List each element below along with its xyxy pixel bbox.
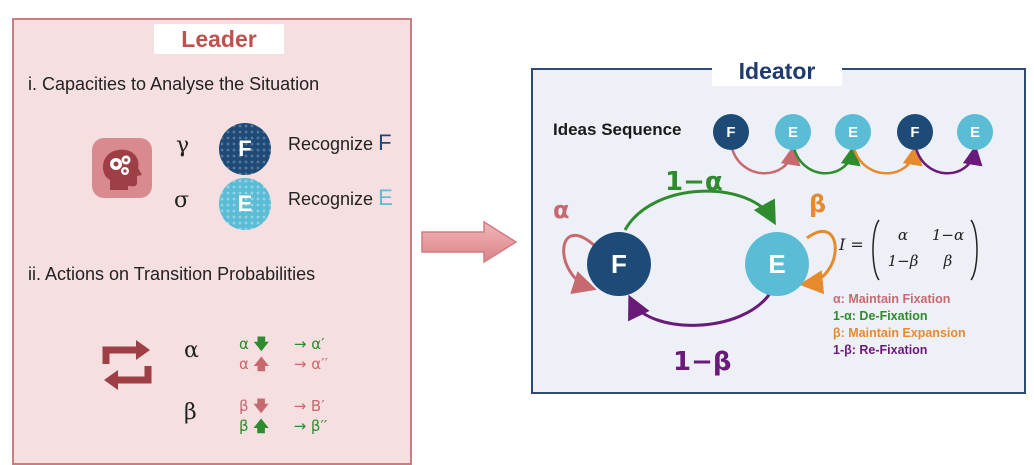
recognize-e-letter: E <box>378 185 393 210</box>
beta-prime: → Β′ <box>293 397 325 415</box>
ideas-sequence-label: Ideas Sequence <box>553 120 682 139</box>
sequence-node-2: E <box>775 114 811 150</box>
legend-item-alpha: α: Maintain Fixation <box>833 292 951 306</box>
matrix-r2c1: 1−β <box>888 252 919 270</box>
recognize-f-letter: F <box>378 130 392 155</box>
arrow-up-icon: 🡅 <box>253 417 269 435</box>
svg-text:E: E <box>970 124 980 141</box>
svg-text:E: E <box>768 249 785 279</box>
matrix-name: I = <box>838 235 864 254</box>
gamma-symbol: γ <box>176 133 190 158</box>
beta-param: β <box>239 417 249 435</box>
alpha-param: α <box>239 355 249 373</box>
legend: α: Maintain Fixation 1-α: De-Fixation β:… <box>833 292 966 357</box>
seq-arc-f-to-e <box>729 143 801 175</box>
arrow-up-icon: 🡅 <box>253 355 270 373</box>
capacities-heading: i. Capacities to Analyse the Situation <box>28 74 320 94</box>
ideator-diagram: F E E F E F E α <box>553 114 993 377</box>
alpha-decrease-row: α 🡇 → α′ <box>239 334 325 359</box>
recognize-f-text: Recognize F <box>288 130 392 156</box>
beta-symbol: β <box>184 400 197 425</box>
node-e-dotted: E <box>219 178 271 230</box>
sequence-node-5: E <box>957 114 993 150</box>
svg-text:E: E <box>848 124 858 141</box>
ideator-title: Ideator <box>712 56 842 86</box>
arrow-down-icon: 🡇 <box>253 335 270 353</box>
recognize-e-label: Recognize <box>288 189 374 209</box>
beta-label: β <box>809 190 826 218</box>
seq-arc-e-to-f <box>851 143 923 175</box>
node-f-letter: F <box>238 136 252 161</box>
legend-item-one-minus-beta: 1-β: Re-Fixation <box>833 343 928 357</box>
alpha-label: α <box>553 196 570 224</box>
sequence-node-3: E <box>835 114 871 150</box>
matrix-r1c1: α <box>898 226 908 244</box>
beta-double-prime: → β′′ <box>293 417 328 435</box>
transition-one-minus-beta <box>628 291 773 327</box>
self-loop-beta <box>799 229 837 295</box>
arrow-down-icon: 🡇 <box>253 397 269 415</box>
beta-param: β <box>239 397 249 415</box>
cycle-arrows-icon <box>102 340 152 390</box>
alpha-prime: → α′ <box>293 335 325 353</box>
svg-text:F: F <box>726 124 735 141</box>
sequence-node-4: F <box>897 114 933 150</box>
svg-text:F: F <box>910 124 919 141</box>
node-e: E <box>745 232 809 296</box>
matrix-r2c2: β <box>943 252 953 270</box>
legend-item-one-minus-alpha: 1-α: De-Fixation <box>833 309 928 323</box>
alpha-param: α <box>239 335 249 353</box>
self-loop-alpha <box>562 233 597 294</box>
one-minus-alpha-label: 1−α <box>665 167 723 197</box>
node-e-letter: E <box>237 191 253 216</box>
sigma-symbol: σ <box>174 188 190 213</box>
leader-panel: Leader i. Capacities to Analyse the Situ… <box>12 18 412 465</box>
beta-increase-row: β 🡅 → β′′ <box>239 416 327 441</box>
svg-text:E: E <box>788 124 798 141</box>
node-f: F <box>587 232 651 296</box>
ideator-panel: Ideator Ideas Sequence F E E F <box>531 56 1026 394</box>
alpha-increase-row: α 🡅 → α′′ <box>239 354 328 379</box>
alpha-symbol: α <box>184 338 199 363</box>
seq-arc-e-to-e <box>791 143 861 175</box>
head-gears-icon <box>92 138 152 198</box>
seq-arc-f-to-e-2 <box>913 143 983 175</box>
legend-item-beta: β: Maintain Expansion <box>833 326 966 340</box>
transition-matrix: I = α 1−α 1−β β <box>838 219 978 281</box>
matrix-r1c2: 1−α <box>932 226 964 244</box>
node-f-dotted: F <box>219 123 271 175</box>
leader-title: Leader <box>154 24 284 54</box>
alpha-double-prime: → α′′ <box>293 355 328 373</box>
leader-to-ideator-arrow-icon <box>421 220 518 264</box>
one-minus-beta-label: 1−β <box>673 347 732 377</box>
recognize-e-text: Recognize E <box>288 185 393 211</box>
sequence-node-1: F <box>713 114 749 150</box>
svg-text:F: F <box>611 249 627 279</box>
actions-heading: ii. Actions on Transition Probabilities <box>28 264 316 284</box>
recognize-f-label: Recognize <box>288 134 374 154</box>
transition-one-minus-alpha <box>623 189 776 231</box>
beta-decrease-row: β 🡇 → Β′ <box>239 396 325 421</box>
